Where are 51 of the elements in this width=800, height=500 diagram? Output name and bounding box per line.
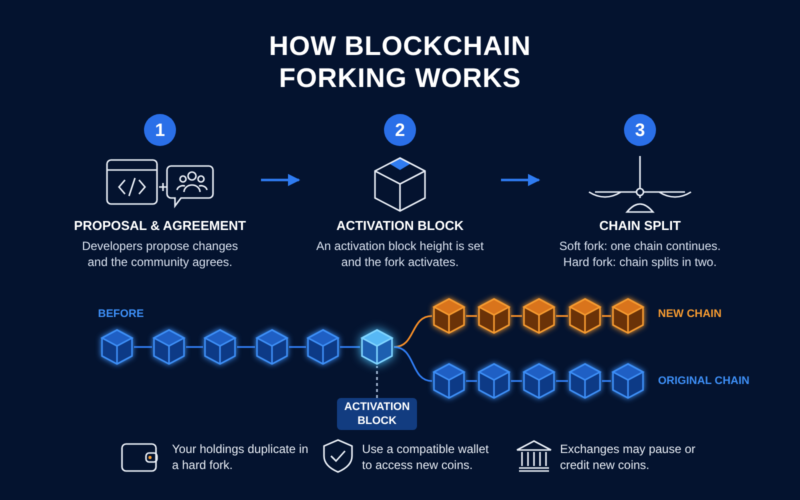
chain-link bbox=[186, 346, 203, 348]
block-cube bbox=[611, 297, 645, 335]
chain-label: ORIGINAL CHAIN bbox=[658, 375, 750, 387]
chain-link bbox=[466, 315, 477, 317]
step-description: An activation block height is set and the fork activates. bbox=[315, 238, 485, 270]
leader-line bbox=[376, 366, 378, 398]
step-number: 2 bbox=[384, 114, 416, 146]
callout-box: ACTIVATION BLOCK bbox=[337, 398, 417, 430]
arrow bbox=[261, 174, 300, 186]
block-cube bbox=[152, 328, 186, 366]
note-text: Exchanges may pause or credit new coins. bbox=[560, 441, 696, 473]
note-text: Your holdings duplicate in a hard fork. bbox=[172, 441, 310, 473]
chain-link bbox=[340, 346, 360, 348]
chain-link bbox=[602, 315, 611, 317]
step-heading: PROPOSAL & AGREEMENT bbox=[73, 218, 247, 233]
note-text: Use a compatible wallet to access new coins. bbox=[362, 441, 490, 473]
chain-label: BEFORE bbox=[98, 308, 144, 320]
title: HOW BLOCKCHAIN FORKING WORKS bbox=[268, 30, 532, 94]
step-description: Developers propose changes and the community agrees. bbox=[80, 238, 240, 270]
block-cube bbox=[432, 362, 466, 400]
chain-link bbox=[556, 380, 568, 382]
block-cube bbox=[611, 362, 645, 400]
chain-link bbox=[394, 346, 432, 382]
activation-block-cube bbox=[360, 328, 394, 366]
chain-link bbox=[511, 315, 522, 317]
arrow bbox=[501, 174, 540, 186]
chain-link bbox=[511, 380, 522, 382]
chain-link bbox=[134, 346, 152, 348]
block-cube bbox=[477, 362, 511, 400]
step-heading: CHAIN SPLIT bbox=[598, 218, 682, 233]
step-number: 3 bbox=[624, 114, 656, 146]
chain-link bbox=[394, 315, 432, 348]
block-cube bbox=[568, 297, 602, 335]
block-cube bbox=[568, 362, 602, 400]
chain-link bbox=[602, 380, 611, 382]
block-cube bbox=[522, 297, 556, 335]
block-cube bbox=[306, 328, 340, 366]
block-cube bbox=[203, 328, 237, 366]
chain-label: NEW CHAIN bbox=[658, 308, 722, 320]
chain-link bbox=[289, 346, 306, 348]
block-cube bbox=[477, 297, 511, 335]
block-cube bbox=[255, 328, 289, 366]
chain-link bbox=[466, 380, 477, 382]
block-cube bbox=[100, 328, 134, 366]
chain-link bbox=[237, 346, 255, 348]
chain-link bbox=[556, 315, 568, 317]
block-cube bbox=[522, 362, 556, 400]
block-cube bbox=[432, 297, 466, 335]
step-number: 1 bbox=[144, 114, 176, 146]
step-heading: ACTIVATION BLOCK bbox=[335, 218, 465, 233]
step-description: Soft fork: one chain continues. Hard fork: chain splits in two. bbox=[558, 238, 722, 270]
